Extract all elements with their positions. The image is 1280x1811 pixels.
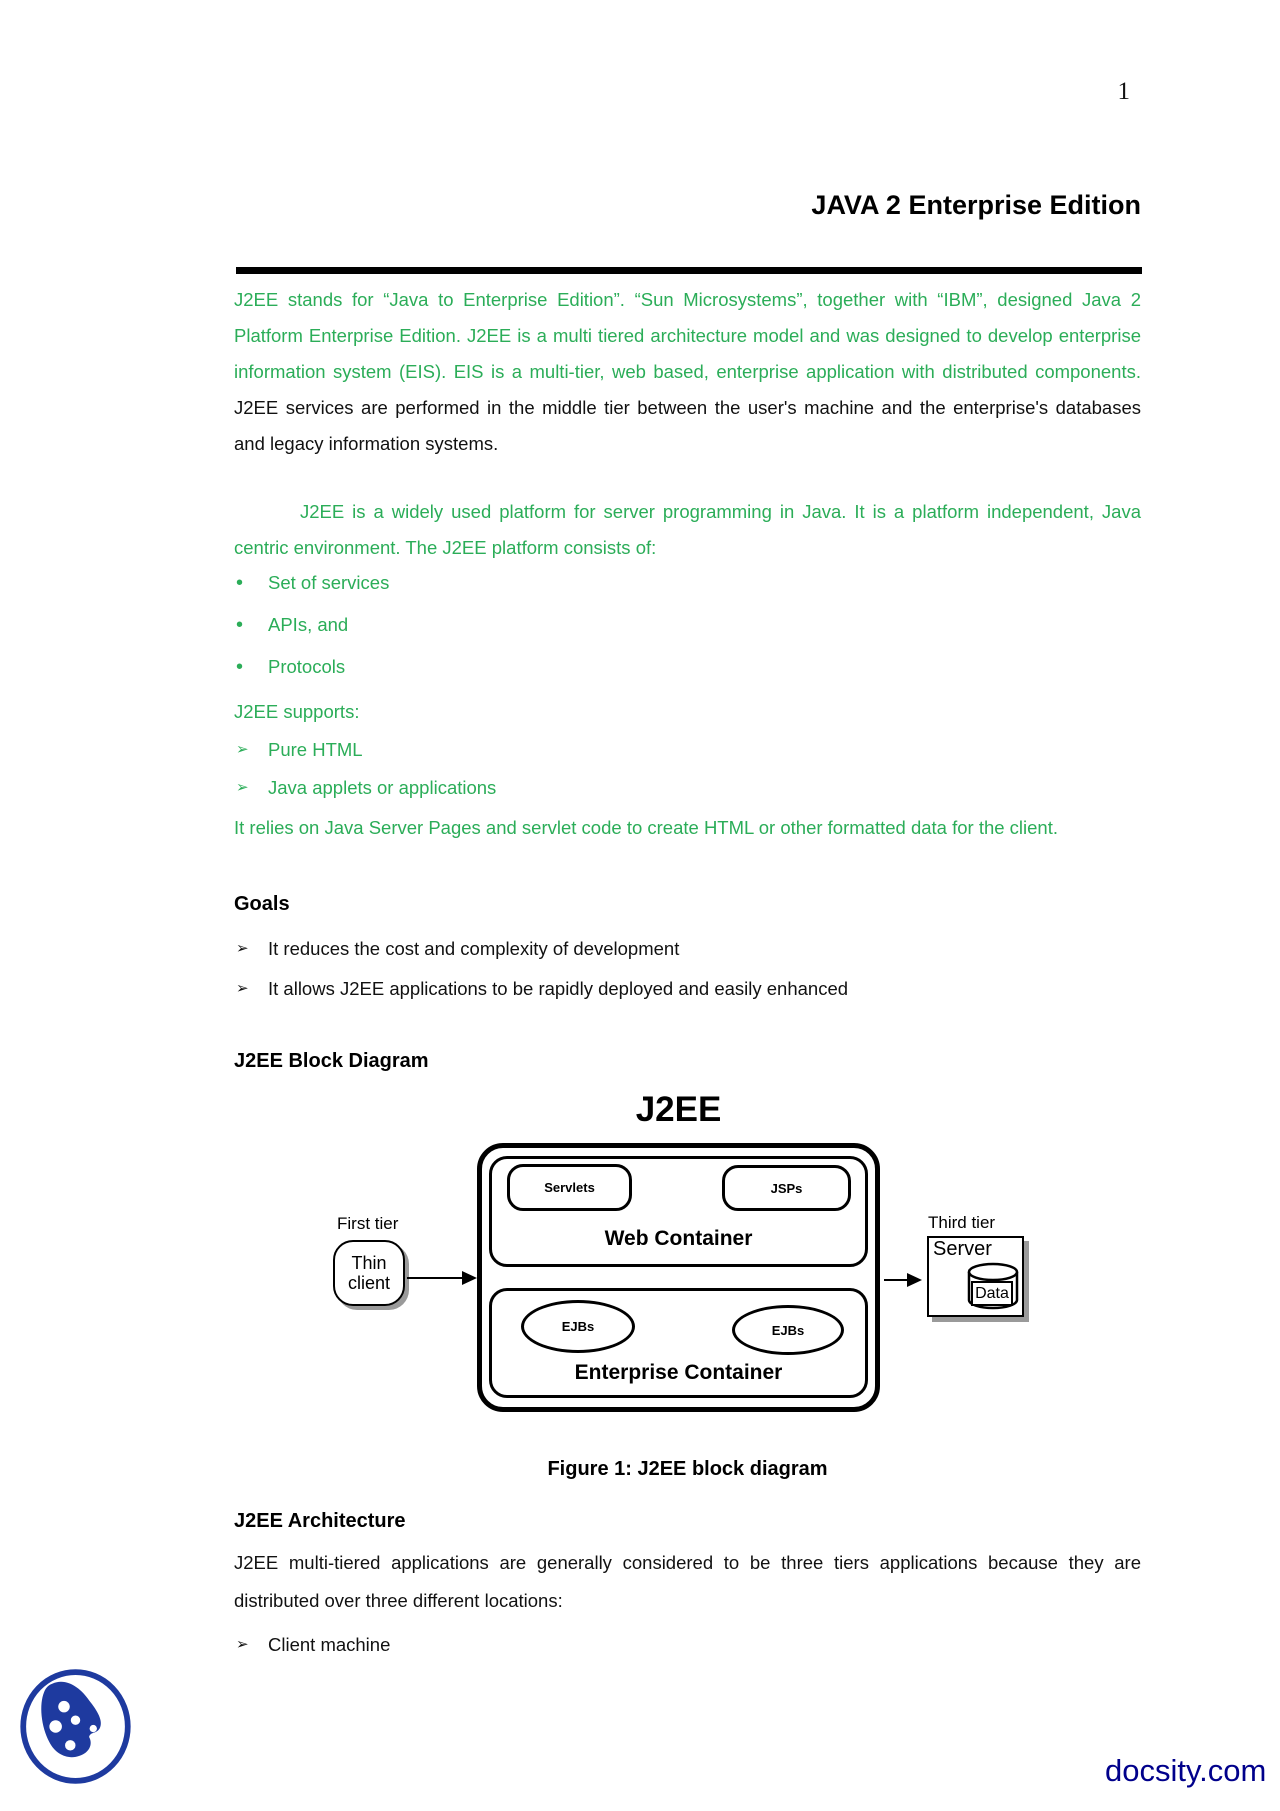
server-label: Server: [933, 1238, 992, 1260]
dot-bullet-icon: •: [236, 614, 244, 636]
arrowhead-j2ee-to-server-icon: [907, 1273, 922, 1287]
arrow-bullet-icon: ➢: [236, 980, 249, 997]
list-item-label: It reduces the cost and complexity of de…: [268, 938, 680, 959]
arrow-bullet-icon: ➢: [236, 741, 249, 758]
first-tier-label: First tier: [337, 1214, 399, 1233]
ejbs-ellipse-right: EJBs: [732, 1305, 844, 1355]
list-item: • APIs, and: [234, 604, 1141, 646]
arrow-bullet-icon: ➢: [236, 940, 249, 957]
architecture-paragraph: J2EE multi-tiered applications are gener…: [234, 1552, 1141, 1611]
list-item-label: Client machine: [268, 1634, 391, 1655]
dot-bullet-icon: •: [236, 572, 244, 594]
goals-list: ➢ It reduces the cost and complexity of d…: [234, 929, 1141, 1009]
servlets-box: Servlets: [507, 1164, 632, 1211]
list-item-label: Java applets or applications: [268, 777, 497, 798]
jsps-box: JSPs: [722, 1165, 851, 1211]
list-item-label: Pure HTML: [268, 739, 363, 760]
document-title: JAVA 2 Enterprise Edition: [811, 190, 1141, 220]
third-tier-label: Third tier: [928, 1213, 996, 1232]
list-item-label: APIs, and: [268, 614, 349, 635]
list-item: ➢ It reduces the cost and complexity of d…: [234, 929, 1141, 969]
intro-paragraph: J2EE stands for “Java to Enterprise Edit…: [234, 282, 1141, 462]
list-item-label: Protocols: [268, 656, 346, 677]
arrowhead-client-to-j2ee-icon: [462, 1271, 477, 1285]
platform-paragraph: J2EE is a widely used platform for serve…: [234, 501, 1141, 558]
data-label: Data: [971, 1281, 1013, 1306]
ejbs-ellipse-left: EJBs: [521, 1300, 635, 1353]
enterprise-container-label: Enterprise Container: [574, 1361, 783, 1384]
diagram-title: J2EE: [635, 1090, 722, 1129]
docsity-brand-link[interactable]: docsity.com: [1105, 1753, 1267, 1788]
arrow-j2ee-to-server: [884, 1279, 908, 1281]
thin-client-node: Thin client: [333, 1240, 405, 1306]
list-item: • Set of services: [234, 562, 1141, 604]
web-container-label: Web Container: [604, 1227, 753, 1250]
arrow-client-to-j2ee: [407, 1277, 463, 1279]
arrow-bullet-icon: ➢: [236, 779, 249, 796]
relies-paragraph: It relies on Java Server Pages and servl…: [234, 817, 1058, 838]
list-item: ➢ Pure HTML: [234, 731, 1141, 769]
list-item: ➢ Client machine: [234, 1626, 1141, 1664]
dot-bullet-icon: •: [236, 656, 244, 678]
goals-heading: Goals: [234, 893, 290, 915]
architecture-list: ➢ Client machine: [234, 1626, 1141, 1664]
page-number: 1: [1117, 78, 1131, 105]
block-diagram-heading: J2EE Block Diagram: [234, 1050, 429, 1072]
arrow-bullet-icon: ➢: [236, 1636, 249, 1653]
intro-green-text: J2EE stands for “Java to Enterprise Edit…: [234, 289, 1141, 382]
platform-list: • Set of services • APIs, and • Protocols: [234, 562, 1141, 688]
list-item: • Protocols: [234, 646, 1141, 688]
list-item-label: It allows J2EE applications to be rapidl…: [268, 978, 849, 999]
title-rule: [236, 267, 1142, 274]
supports-list: ➢ Pure HTML ➢ Java applets or applications: [234, 731, 1141, 807]
intro-black-text: J2EE services are performed in the middl…: [234, 397, 1141, 454]
figure-caption: Figure 1: J2EE block diagram: [547, 1458, 828, 1480]
server-node: Server Data: [927, 1236, 1024, 1317]
list-item-label: Set of services: [268, 572, 390, 593]
supports-label: J2EE supports:: [234, 701, 360, 722]
architecture-heading: J2EE Architecture: [234, 1510, 406, 1532]
list-item: ➢ It allows J2EE applications to be rapid…: [234, 969, 1141, 1009]
docsity-logo-icon: [20, 1669, 131, 1784]
list-item: ➢ Java applets or applications: [234, 769, 1141, 807]
